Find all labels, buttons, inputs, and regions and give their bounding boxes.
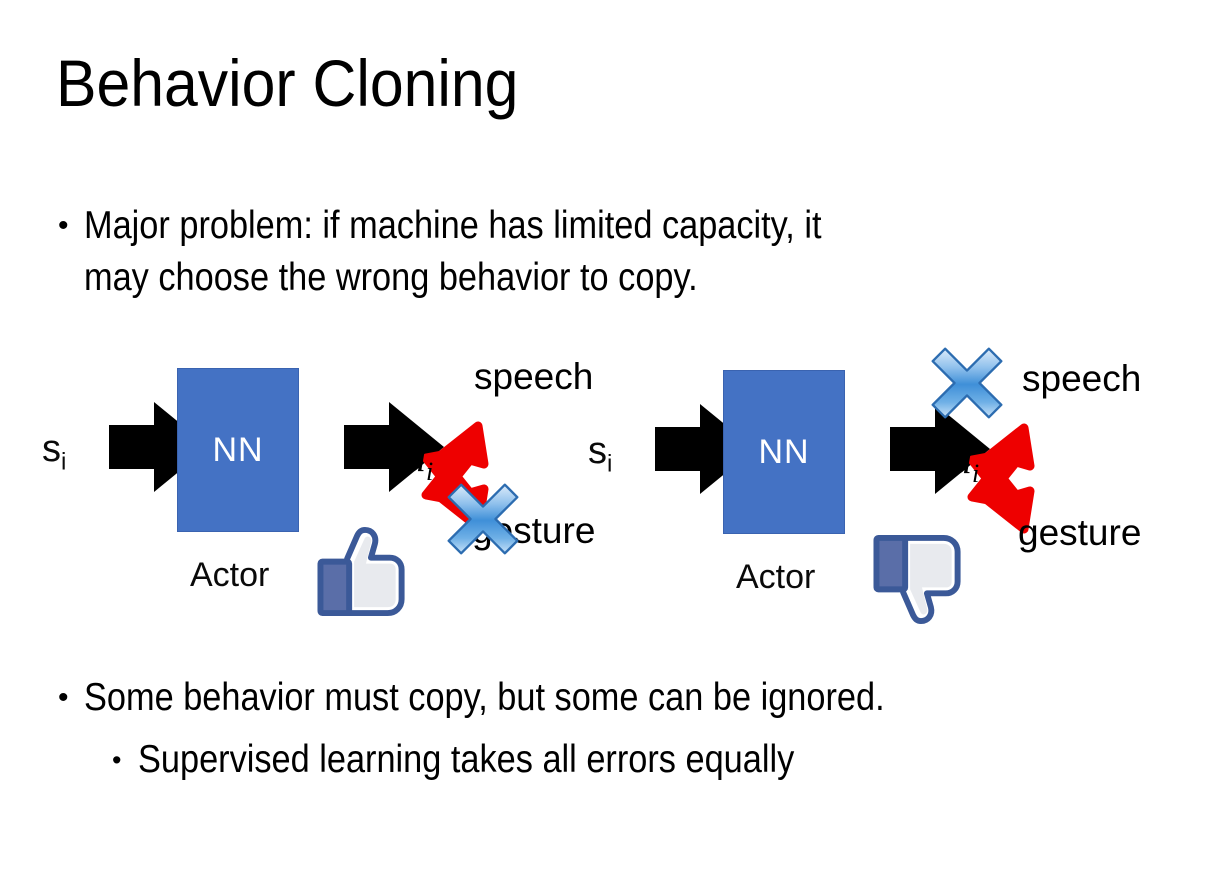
page-title: Behavior Cloning — [56, 46, 519, 120]
bullet-top: • Major problem: if machine has limited … — [58, 200, 1168, 304]
bullet-bottom-secondary-text: Supervised learning takes all errors equ… — [138, 738, 795, 781]
output-action-label-left: âi — [406, 435, 434, 486]
input-state-label-left: si — [42, 428, 67, 476]
diagram-right-shapes — [655, 404, 1035, 534]
actor-network-box-right: NN — [723, 370, 845, 534]
thumbs-up-icon — [317, 526, 405, 617]
cross-out-gesture-icon-left — [447, 483, 519, 555]
input-arrow-right — [655, 404, 755, 494]
input-arrow-left — [109, 402, 209, 492]
bullet-marker-icon: • — [58, 209, 69, 242]
bullet-top-text: Major problem: if machine has limited ca… — [84, 204, 822, 299]
actor-network-label-right: NN — [758, 432, 810, 471]
bullet-bottom-secondary: • Supervised learning takes all errors e… — [112, 734, 1172, 786]
bullet-bottom-primary: • Some behavior must copy, but some can … — [58, 672, 1178, 724]
bullet-bottom-primary-text: Some behavior must copy, but some can be… — [84, 676, 885, 719]
output-arrow-left — [344, 402, 444, 492]
branch-arrow-gesture-right — [967, 452, 1035, 534]
input-state-label-right: si — [588, 430, 613, 478]
actor-network-box-left: NN — [177, 368, 299, 532]
thumbs-down-icon — [873, 534, 961, 625]
diagram-panel-left: si NN Actor âi speech — [14, 330, 619, 630]
output-arrow-right — [890, 404, 990, 494]
actor-caption-left: Actor — [190, 556, 270, 594]
diagram-behavior-cloning: si NN Actor âi speech — [0, 330, 1210, 630]
branch-label-speech-left: speech — [474, 356, 594, 397]
branch-label-gesture-right: gesture — [1018, 512, 1142, 553]
actor-caption-right: Actor — [736, 558, 816, 596]
output-action-label-right: âi — [952, 437, 980, 488]
diagram-panel-right: si NN Actor âi speech gesture — [560, 330, 1165, 630]
bullet-marker-icon: • — [58, 681, 69, 714]
branch-label-speech-right: speech — [1022, 358, 1142, 399]
actor-network-label-left: NN — [212, 430, 264, 469]
bullet-marker-icon: • — [112, 745, 122, 775]
cross-out-speech-icon-right — [931, 347, 1003, 419]
